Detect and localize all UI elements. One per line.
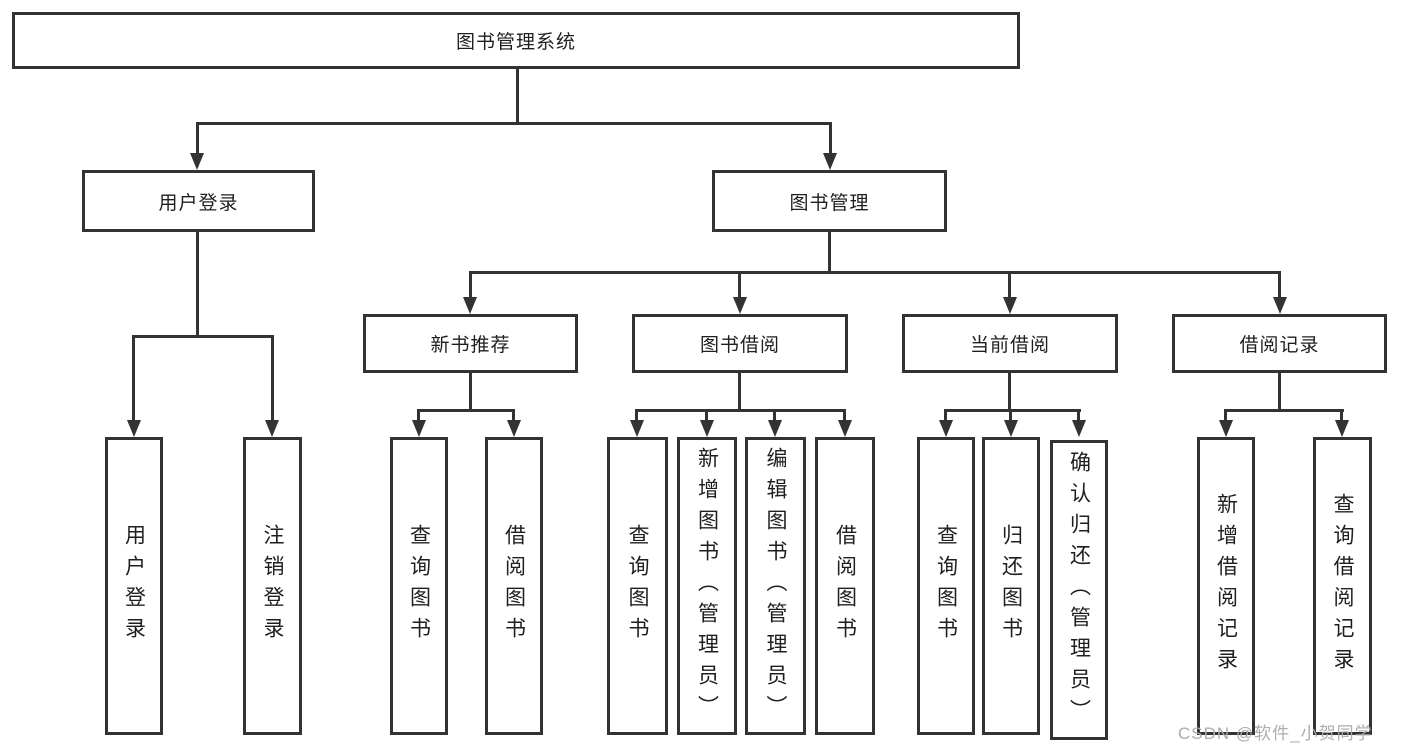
leaf-cb-query-books-label: 查询图书	[934, 524, 958, 648]
stem-to-cb-query	[944, 409, 947, 421]
user-login-stem-line	[196, 232, 199, 335]
stem-to-br-query	[1340, 409, 1343, 421]
leaf-bb-edit-books-admin-label: 编辑图书（管理员）	[764, 446, 787, 726]
leaf-br-query-record-label: 查询借阅记录	[1331, 493, 1354, 679]
arrowhead-cb-query-icon	[939, 420, 953, 437]
leaf-bb-query-books: 查询图书	[607, 437, 668, 735]
borrow-records-stem-line	[1278, 373, 1281, 409]
leaf-cb-query-books: 查询图书	[917, 437, 975, 735]
arrowhead-borrow-records-icon	[1273, 297, 1287, 314]
node-borrow-records-label: 借阅记录	[1239, 335, 1320, 356]
book-borrow-branch-hline	[635, 409, 846, 412]
new-books-branch-hline	[417, 409, 515, 412]
arrowhead-leaf-logout-icon	[265, 420, 279, 437]
leaf-cb-confirm-return-admin-label: 确认归还（管理员）	[1067, 450, 1091, 730]
stem-to-user-login	[196, 122, 199, 154]
stem-to-bb-edit	[773, 409, 776, 421]
stem-to-book-mgmt	[829, 122, 832, 154]
user-login-branch-hline	[132, 335, 274, 338]
leaf-logout-label: 注销登录	[261, 524, 284, 648]
leaf-br-add-record-label: 新增借阅记录	[1214, 493, 1238, 679]
stem-to-new-books	[469, 271, 472, 298]
leaf-bb-borrow-books-label: 借阅图书	[833, 524, 857, 648]
stem-to-bb-add	[705, 409, 708, 421]
leaf-cb-return-books: 归还图书	[982, 437, 1040, 735]
arrowhead-book-mgmt-icon	[823, 153, 837, 170]
stem-to-bb-borrow	[843, 409, 846, 421]
arrowhead-leaf-login-icon	[127, 420, 141, 437]
book-borrow-stem-line	[738, 373, 741, 409]
arrowhead-bb-add-icon	[700, 420, 714, 437]
book-mgmt-stem-line	[828, 232, 831, 271]
node-root: 图书管理系统	[12, 12, 1020, 69]
leaf-bb-add-books-admin: 新增图书（管理员）	[677, 437, 737, 735]
node-book-borrow-label: 图书借阅	[699, 335, 780, 356]
node-current-borrow: 当前借阅	[902, 314, 1118, 373]
arrowhead-bb-edit-icon	[768, 420, 782, 437]
stem-to-leaf-logout	[271, 335, 274, 420]
node-book-mgmt: 图书管理	[712, 170, 947, 232]
arrowhead-bb-query-icon	[630, 420, 644, 437]
leaf-nb-borrow-books-label: 借阅图书	[502, 524, 526, 648]
node-new-books-label: 新书推荐	[430, 335, 511, 356]
stem-to-book-borrow	[738, 271, 741, 298]
leaf-bb-query-books-label: 查询图书	[626, 524, 649, 648]
stem-to-current-borrow	[1008, 271, 1011, 298]
book-mgmt-branch-hline	[469, 271, 1281, 274]
arrowhead-cb-confirm-icon	[1072, 420, 1086, 437]
arrowhead-user-login-icon	[190, 153, 204, 170]
leaf-user-login: 用户登录	[105, 437, 163, 735]
stem-to-borrow-records	[1278, 271, 1281, 298]
borrow-records-branch-hline	[1224, 409, 1344, 412]
leaf-nb-query-books: 查询图书	[390, 437, 448, 735]
stem-to-cb-confirm	[1077, 409, 1080, 421]
stem-to-cb-return	[1009, 409, 1012, 421]
node-new-books: 新书推荐	[363, 314, 578, 373]
leaf-bb-add-books-admin-label: 新增图书（管理员）	[695, 446, 719, 726]
stem-to-bb-query	[635, 409, 638, 421]
root-stem-line	[516, 69, 519, 122]
leaf-logout: 注销登录	[243, 437, 302, 735]
arrowhead-bb-borrow-icon	[838, 420, 852, 437]
stem-to-nb-borrow	[512, 409, 515, 421]
arrowhead-nb-query-icon	[412, 420, 426, 437]
leaf-bb-edit-books-admin: 编辑图书（管理员）	[745, 437, 806, 735]
node-book-borrow: 图书借阅	[632, 314, 848, 373]
node-book-mgmt-label: 图书管理	[789, 192, 870, 214]
leaf-br-add-record: 新增借阅记录	[1197, 437, 1255, 735]
arrowhead-br-query-icon	[1335, 420, 1349, 437]
node-root-label: 图书管理系统	[455, 32, 576, 53]
arrowhead-nb-borrow-icon	[507, 420, 521, 437]
leaf-cb-return-books-label: 归还图书	[999, 524, 1023, 648]
leaf-br-query-record: 查询借阅记录	[1313, 437, 1372, 735]
arrowhead-book-borrow-icon	[733, 297, 747, 314]
arrowhead-new-books-icon	[463, 297, 477, 314]
leaf-cb-confirm-return-admin: 确认归还（管理员）	[1050, 440, 1108, 740]
node-user-login: 用户登录	[82, 170, 315, 232]
current-borrow-branch-hline	[944, 409, 1081, 412]
node-user-login-label: 用户登录	[158, 192, 239, 214]
arrowhead-br-add-icon	[1219, 420, 1233, 437]
node-borrow-records: 借阅记录	[1172, 314, 1387, 373]
csdn-watermark: CSDN @软件_小贺同学	[1178, 724, 1373, 743]
root-branch-hline	[196, 122, 832, 125]
new-books-stem-line	[469, 373, 472, 409]
node-current-borrow-label: 当前借阅	[969, 335, 1050, 356]
leaf-nb-borrow-books: 借阅图书	[485, 437, 543, 735]
leaf-nb-query-books-label: 查询图书	[407, 524, 431, 648]
current-borrow-stem-line	[1008, 373, 1011, 409]
arrowhead-current-borrow-icon	[1003, 297, 1017, 314]
stem-to-leaf-login	[132, 335, 135, 420]
arrowhead-cb-return-icon	[1004, 420, 1018, 437]
leaf-user-login-label: 用户登录	[122, 524, 146, 648]
stem-to-nb-query	[417, 409, 420, 421]
leaf-bb-borrow-books: 借阅图书	[815, 437, 875, 735]
stem-to-br-add	[1224, 409, 1227, 421]
